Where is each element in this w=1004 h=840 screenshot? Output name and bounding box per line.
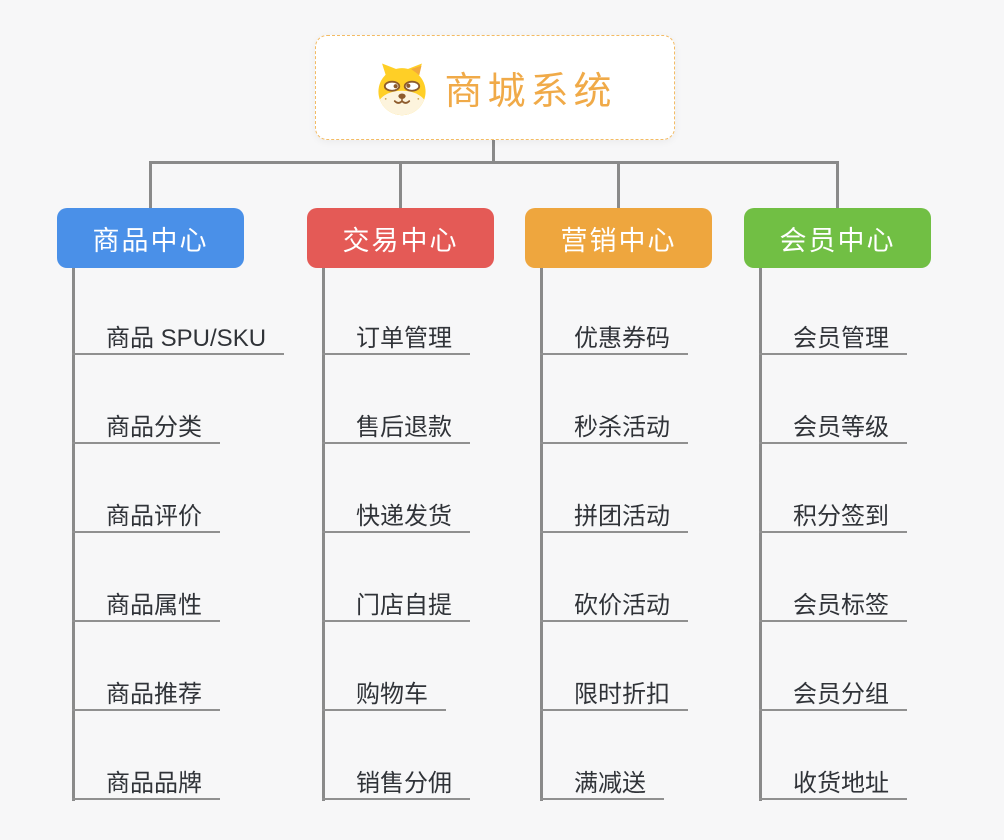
branch-drop-connector <box>399 162 402 208</box>
branch-drop-connector <box>617 162 620 208</box>
leaf-node[interactable]: 订单管理 <box>322 317 470 355</box>
leaf-node[interactable]: 满减送 <box>540 762 664 800</box>
leaf-node[interactable]: 销售分佣 <box>322 762 470 800</box>
leaf-spine-connector <box>759 268 762 801</box>
branch-drop-connector <box>836 162 839 208</box>
branch-drop-connector <box>149 162 152 208</box>
leaf-spine-connector <box>540 268 543 801</box>
leaf-node[interactable]: 优惠券码 <box>540 317 688 355</box>
branch-node-product-center[interactable]: 商品中心 <box>57 208 244 268</box>
branch-label: 会员中心 <box>779 225 896 256</box>
leaf-node[interactable]: 商品属性 <box>72 584 220 622</box>
branch-items-marketing-center: 优惠券码 秒杀活动 拼团活动 砍价活动 限时折扣 满减送 <box>540 317 688 800</box>
leaf-node[interactable]: 商品分类 <box>72 406 220 444</box>
leaf-node[interactable]: 会员等级 <box>759 406 907 444</box>
leaf-node[interactable]: 商品 SPU/SKU <box>72 317 285 355</box>
root-stub-connector <box>492 140 495 164</box>
branch-label: 交易中心 <box>342 225 459 256</box>
leaf-node[interactable]: 会员分组 <box>759 673 907 711</box>
leaf-spine-connector <box>322 268 325 801</box>
leaf-spine-connector <box>72 268 75 801</box>
branch-rail-connector <box>149 161 839 164</box>
leaf-node[interactable]: 拼团活动 <box>540 495 688 533</box>
root-node[interactable]: 商城系统 <box>315 35 675 140</box>
leaf-node[interactable]: 售后退款 <box>322 406 470 444</box>
leaf-node[interactable]: 门店自提 <box>322 584 470 622</box>
leaf-node[interactable]: 收货地址 <box>759 762 907 800</box>
leaf-node[interactable]: 会员标签 <box>759 584 907 622</box>
leaf-node[interactable]: 限时折扣 <box>540 673 688 711</box>
leaf-node[interactable]: 秒杀活动 <box>540 406 688 444</box>
branch-label: 营销中心 <box>560 225 677 256</box>
leaf-node[interactable]: 商品推荐 <box>72 673 220 711</box>
leaf-node[interactable]: 商品品牌 <box>72 762 220 800</box>
branch-items-trade-center: 订单管理 售后退款 快递发货 门店自提 购物车 销售分佣 <box>322 317 470 800</box>
dog-face-icon <box>378 63 427 115</box>
branch-label: 商品中心 <box>92 225 209 256</box>
leaf-node[interactable]: 会员管理 <box>759 317 907 355</box>
root-title: 商城系统 <box>444 71 617 113</box>
branch-node-member-center[interactable]: 会员中心 <box>744 208 931 268</box>
leaf-node[interactable]: 积分签到 <box>759 495 907 533</box>
branch-node-trade-center[interactable]: 交易中心 <box>307 208 494 268</box>
branch-node-marketing-center[interactable]: 营销中心 <box>525 208 712 268</box>
leaf-node[interactable]: 快递发货 <box>322 495 470 533</box>
leaf-node[interactable]: 购物车 <box>322 673 446 711</box>
leaf-node[interactable]: 砍价活动 <box>540 584 688 622</box>
branch-items-product-center: 商品 SPU/SKU 商品分类 商品评价 商品属性 商品推荐 商品品牌 <box>72 317 285 800</box>
branch-items-member-center: 会员管理 会员等级 积分签到 会员标签 会员分组 收货地址 <box>759 317 907 800</box>
leaf-node[interactable]: 商品评价 <box>72 495 220 533</box>
